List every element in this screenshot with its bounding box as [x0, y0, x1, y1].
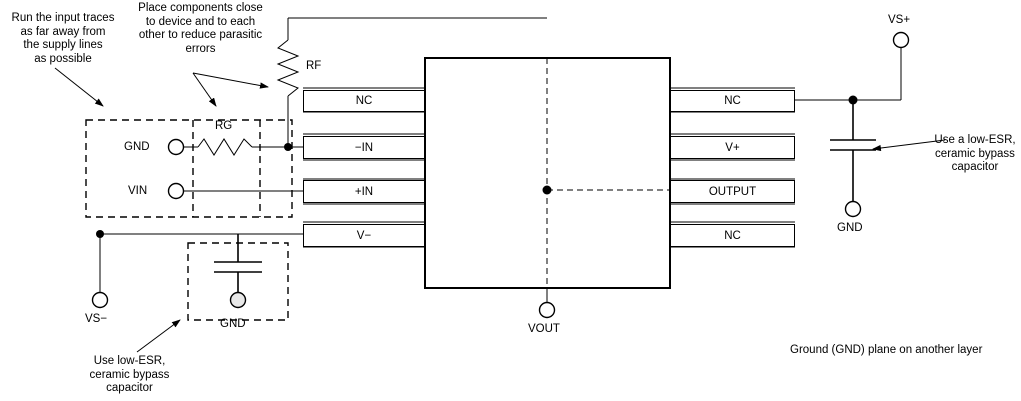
terminal-gnd-left-cap [229, 291, 247, 309]
pin-right-2-label: OUTPUT [708, 185, 757, 198]
input-region-box [85, 119, 293, 218]
vs-plus-net [795, 48, 902, 101]
pin-left-0[interactable]: NC [303, 90, 425, 112]
terminal-gnd-left-cap-label: GND [220, 318, 246, 330]
rf-label: RF [306, 60, 322, 72]
pin-left-2[interactable]: +IN [303, 180, 425, 203]
bypass-cap-note-left: Use low-ESR, ceramic bypass capacitor [89, 355, 170, 394]
pin-right-3-label: NC [724, 229, 741, 242]
right-bypass-capacitor [830, 100, 876, 201]
terminal-gnd-input-label: GND [124, 141, 150, 153]
pin-right-0[interactable]: NC [670, 90, 795, 112]
input-traces-note: Run the input traces as far away from th… [11, 12, 115, 65]
terminal-vs-minus [91, 291, 109, 309]
terminal-vout-label: VOUT [528, 323, 560, 335]
rg-label: RG [215, 120, 233, 132]
terminal-vout [538, 301, 556, 319]
terminal-vs-plus-label: VS+ [888, 14, 911, 26]
terminal-vin-label: VIN [128, 185, 148, 197]
bypass-cap-note-right: Use a low-ESR, ceramic bypass capacitor [934, 134, 1016, 173]
pin-left-3-label: V− [356, 229, 372, 242]
pin-right-1-label: V+ [725, 141, 740, 154]
terminal-gnd-right-cap [844, 200, 862, 218]
right-pin-stubs [670, 87, 795, 248]
place-components-note: Place components close to device and to … [138, 2, 263, 55]
pin-left-1[interactable]: −IN [303, 136, 425, 159]
ic-internal-routing [546, 58, 670, 288]
rf-feedback-net [276, 17, 547, 147]
pin-right-1[interactable]: V+ [670, 136, 795, 159]
pin-right-0-label: NC [724, 95, 741, 107]
pin-left-0-label: NC [355, 95, 373, 107]
in-neg-node-dot [284, 143, 292, 151]
vs-minus-node-dot [96, 230, 104, 238]
left-pin-stubs [303, 87, 425, 248]
terminal-vs-plus [892, 31, 910, 49]
terminal-vs-minus-label: VS− [85, 313, 108, 325]
ground-plane-caption: Ground (GND) plane on another layer [790, 344, 983, 356]
internal-node-dot [542, 185, 552, 195]
pin-left-1-label: −IN [354, 141, 374, 154]
pin-right-2[interactable]: OUTPUT [670, 180, 795, 203]
pin-left-3[interactable]: V− [303, 224, 425, 247]
pin-right-3[interactable]: NC [670, 224, 795, 247]
terminal-gnd-input [167, 138, 185, 156]
terminal-gnd-right-cap-label: GND [837, 222, 863, 234]
annotation-arrows [54, 67, 946, 353]
terminal-vin [167, 182, 185, 200]
dashed-guide-boxes [85, 119, 293, 321]
left-bypass-capacitor [214, 234, 262, 293]
pin-left-2-label: +IN [354, 185, 374, 198]
v-minus-trace [99, 233, 303, 293]
